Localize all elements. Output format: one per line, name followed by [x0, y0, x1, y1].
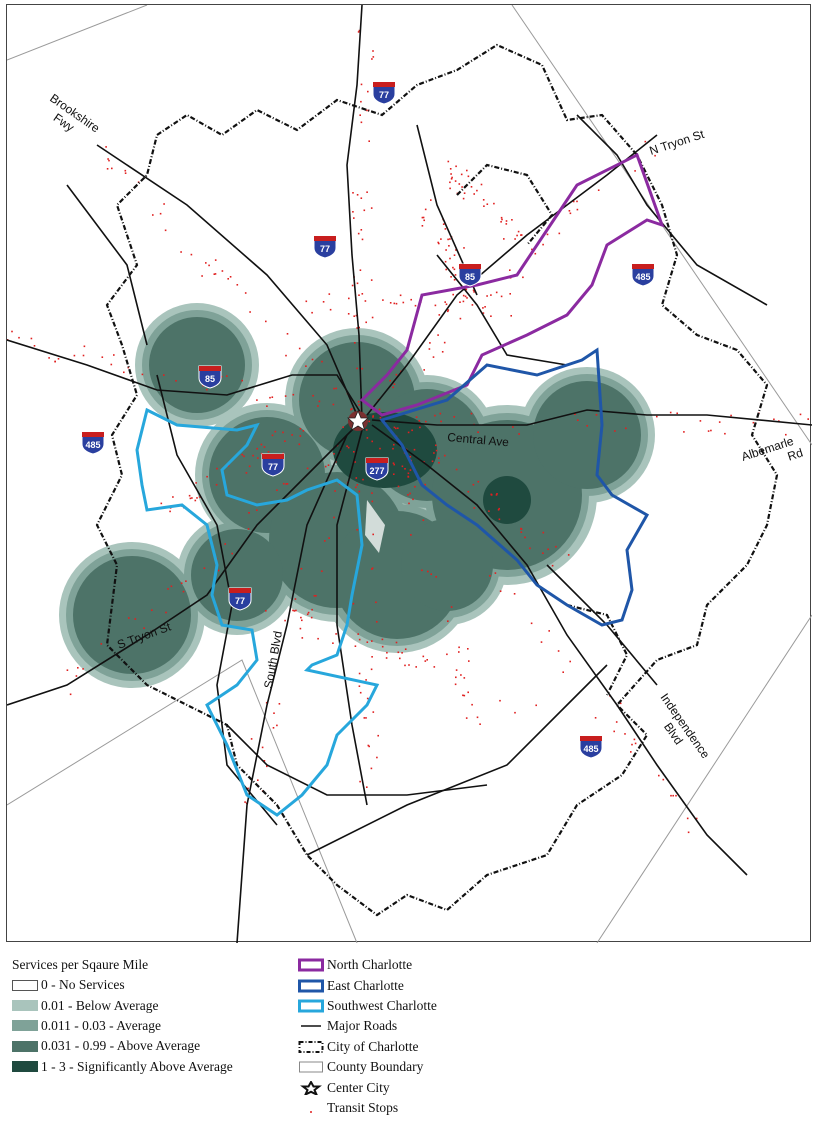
- city-boundary: [95, 43, 779, 917]
- interstate-shield-number: 77: [268, 462, 278, 472]
- interstate-shield-number: 85: [205, 374, 215, 384]
- road-line-symbol: [298, 1019, 324, 1033]
- overlay-legend-item: Major Roads: [298, 1016, 437, 1036]
- interstate-shield-number: 77: [320, 244, 330, 254]
- density-swatch: [12, 1000, 38, 1012]
- interstate-shield-i85-ne: 85: [458, 263, 482, 287]
- overlay-legend-label: County Boundary: [327, 1059, 424, 1075]
- interstate-shield-i277: 277: [365, 457, 389, 481]
- density-legend-item: 0.01 - Below Average: [12, 995, 233, 1015]
- interstate-shield-number: 485: [583, 744, 598, 754]
- label-brookshire-fwy: Brookshire Fwy: [39, 91, 105, 149]
- density-swatch: [12, 1020, 38, 1032]
- star-icon: [298, 1079, 324, 1097]
- overlay-legend-label: North Charlotte: [327, 957, 413, 973]
- thin-outline-symbol: [298, 1060, 324, 1074]
- interstate-shield-i485-west: 485: [81, 431, 105, 455]
- interstate-shields: 77 77 85 485 85 485 77 277 77 485: [81, 81, 655, 759]
- density-legend-item: 0.011 - 0.03 - Average: [12, 1016, 233, 1036]
- overlay-legend-item: North Charlotte: [298, 955, 437, 975]
- overlay-legend-label: Transit Stops: [327, 1099, 399, 1115]
- density-swatch: [12, 1040, 38, 1052]
- density-swatch: [12, 1061, 38, 1073]
- label-south-blvd: South Blvd: [261, 630, 285, 690]
- density-legend-label: 0 - No Services: [41, 977, 125, 993]
- interstate-shield-number: 85: [465, 272, 475, 282]
- label-independence-blvd: Independence Blvd: [646, 691, 714, 772]
- interstate-shield-i77-center: 77: [261, 453, 285, 477]
- density-swatch: [12, 979, 38, 991]
- overlay-legend-item: Southwest Charlotte: [298, 996, 437, 1016]
- overlay-legend-item: Center City: [298, 1077, 437, 1097]
- overlay-legend-item: East Charlotte: [298, 975, 437, 995]
- overlay-legend-label: East Charlotte: [327, 977, 404, 993]
- overlay-legend-label: City of Charlotte: [327, 1038, 419, 1054]
- interstate-shield-number: 77: [379, 90, 389, 100]
- density-significant: [333, 412, 531, 524]
- interstate-shield-i485-ne: 485: [631, 263, 655, 287]
- interstate-shield-i485-se: 485: [579, 735, 603, 759]
- overlay-legend-label: Center City: [327, 1079, 390, 1095]
- density-legend-label: 0.031 - 0.99 - Above Average: [41, 1038, 201, 1054]
- overlay-legend-label: Southwest Charlotte: [327, 997, 437, 1013]
- overlay-legend-item: County Boundary: [298, 1057, 437, 1077]
- overlay-legend-item: City of Charlotte: [298, 1037, 437, 1057]
- density-legend-item: 1 - 3 - Significantly Above Average: [12, 1057, 233, 1077]
- east-charlotte-outline: [379, 347, 650, 627]
- interstate-shield-i77-south: 77: [228, 587, 252, 611]
- interstate-shield-number: 277: [369, 466, 384, 476]
- dashed-outline-symbol: [298, 1040, 324, 1054]
- label-central-ave: Central Ave: [447, 430, 510, 449]
- southwest-charlotte-outline: [135, 407, 380, 817]
- interstate-shield-number: 77: [235, 596, 245, 606]
- label-n-tryon-st: N Tryon St: [648, 127, 707, 158]
- transit-dot-symbol: [298, 1101, 324, 1115]
- legend: Services per Sqaure Mile 0 - No Services…: [12, 955, 812, 1137]
- density-legend-label: 0.01 - Below Average: [41, 997, 159, 1013]
- interstate-shield-number: 485: [635, 272, 650, 282]
- density-legend-item: 0.031 - 0.99 - Above Average: [12, 1036, 233, 1056]
- overlay-legend-item: Transit Stops: [298, 1098, 437, 1118]
- center-city-star: [346, 409, 370, 431]
- density-legend-label: 0.011 - 0.03 - Average: [41, 1017, 161, 1033]
- outline-symbol: [298, 958, 324, 972]
- interstate-shield-i85-west: 85: [198, 365, 222, 389]
- density-legend-label: 1 - 3 - Significantly Above Average: [41, 1058, 233, 1074]
- overlay-legend-label: Major Roads: [327, 1018, 398, 1034]
- density-legend: Services per Sqaure Mile 0 - No Services…: [12, 955, 233, 1077]
- density-legend-item: 0 - No Services: [12, 975, 233, 995]
- interstate-shield-i77-mid: 77: [313, 235, 337, 259]
- density-legend-title: Services per Sqaure Mile: [12, 957, 149, 972]
- outline-symbol: [298, 979, 324, 993]
- interstate-shield-i77-north: 77: [372, 81, 396, 105]
- outline-symbol: [298, 999, 324, 1013]
- label-albemarle-rd: Albemarle Rd: [740, 432, 805, 477]
- density-layer: [59, 303, 655, 688]
- interstate-shield-number: 485: [85, 440, 100, 450]
